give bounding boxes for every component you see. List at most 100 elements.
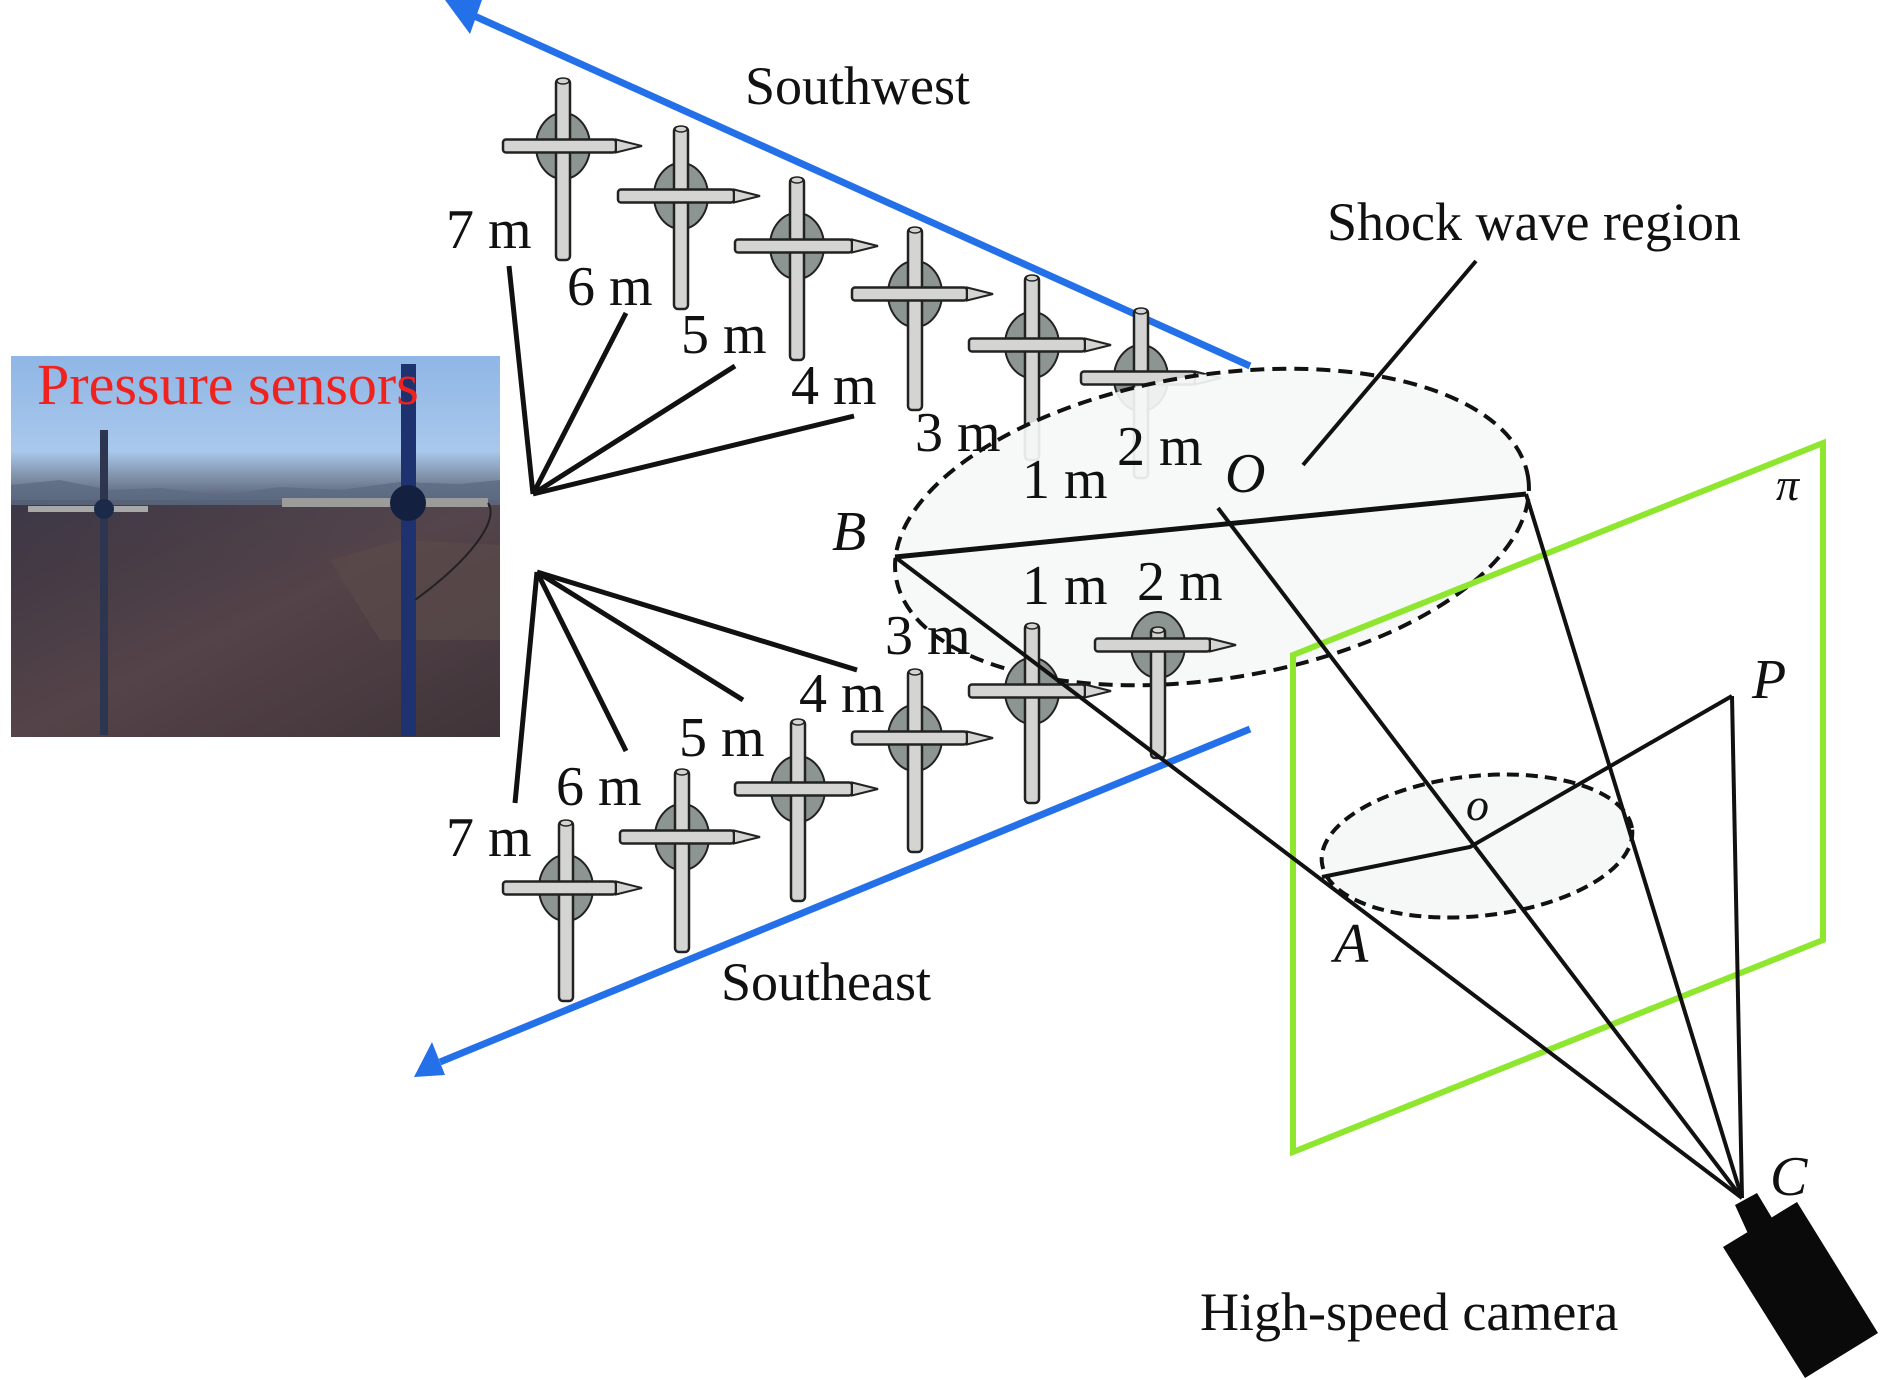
sensor-joint [561, 883, 571, 893]
fan-line [532, 413, 855, 497]
sensor-post [906, 668, 924, 854]
sensor-post-cap [790, 176, 804, 184]
sensor-joint [558, 141, 568, 151]
plane-pi-label: π [1776, 459, 1801, 510]
fan-line [536, 569, 858, 673]
southeast-distance-label: 1 m [1022, 555, 1108, 617]
photo-sensor-mount-left [94, 499, 114, 519]
sensor-post [789, 718, 807, 903]
sensor-post-cap [556, 77, 570, 85]
pressure-sensor-icon [733, 176, 879, 362]
sensor-joint [793, 784, 803, 794]
sensor-post-cap [1134, 307, 1148, 315]
sensor-post-cap [908, 668, 922, 676]
fan-line [506, 265, 536, 495]
photo-sensor-post-left [100, 430, 108, 735]
photo-sensor-post-right [401, 364, 416, 736]
point-C-label: C [1770, 1146, 1808, 1208]
sensor-probe-tip [966, 286, 994, 302]
point-O-label: O [1225, 443, 1265, 505]
southwest-distance-label: 5 m [681, 304, 767, 366]
southwest-distance-label: 2 m [1117, 416, 1203, 478]
southeast-fan-lines [512, 569, 858, 804]
sensor-joint [1136, 373, 1146, 383]
fan-line [534, 570, 629, 753]
sensor-post [906, 226, 924, 412]
sensor-joint [677, 832, 687, 842]
sensor-post [788, 176, 806, 362]
sensor-post-cap [791, 718, 805, 726]
sensor-joint [1027, 686, 1037, 696]
southeast-label: Southeast [721, 952, 931, 1012]
labels: Southwest Southeast Shock wave region Hi… [446, 56, 1808, 1342]
sensor-post-cap [1025, 274, 1039, 282]
photo-sensor-mount-right [390, 485, 426, 521]
southwest-distance-label: 7 m [446, 199, 532, 261]
sensor-post-cap [908, 226, 922, 234]
camera-label: High-speed camera [1200, 1282, 1618, 1342]
southwest-distance-label: 3 m [915, 402, 1001, 464]
sensor-post-cap [559, 819, 573, 827]
southwest-distance-label: 4 m [791, 355, 877, 417]
sensor-probe-tip [851, 238, 879, 254]
southwest-label: Southwest [745, 56, 970, 116]
southwest-arrow-head [445, 0, 482, 34]
sensor-joint [792, 241, 802, 251]
pressure-sensor-icon [616, 125, 761, 311]
southwest-distance-label: 1 m [1022, 449, 1108, 511]
pressure-sensor-icon [1093, 611, 1237, 760]
sensor-joint [910, 289, 920, 299]
sensor-post-cap [675, 768, 689, 776]
high-speed-camera-icon [1723, 1193, 1878, 1378]
southwest-fan-lines [506, 265, 855, 497]
ray-right-to-C [1524, 493, 1744, 1199]
pressure-sensor-icon [618, 768, 761, 954]
sensor-post [554, 77, 572, 262]
point-o-label: o [1466, 779, 1489, 830]
sensor-probe-tip [1209, 637, 1237, 653]
point-A-label: A [1330, 913, 1369, 975]
ray-P-to-C [1730, 695, 1744, 1199]
fan-line [530, 311, 629, 496]
sensor-probe-bar [850, 730, 969, 746]
ray-B-to-C [893, 555, 1744, 1200]
pressure-sensor-icon [850, 668, 994, 854]
southwest-arrow-shaft [468, 10, 1252, 370]
southeast-distance-label: 7 m [446, 807, 532, 869]
sensor-probe-tip [733, 829, 761, 845]
sensor-joint [1027, 340, 1037, 350]
camera-body [1723, 1202, 1878, 1378]
photo-sensor-bar-right [282, 498, 488, 507]
shock-wave-region [893, 366, 1531, 688]
southeast-near-sensors [967, 611, 1237, 805]
pressure-sensor-icon [501, 77, 643, 262]
southeast-arrow-head [414, 1042, 445, 1077]
sensor-post-cap [674, 125, 688, 133]
projection-lines [893, 259, 1744, 1200]
sensor-probe-tip [851, 781, 879, 797]
sensor-joint [676, 191, 686, 201]
fan-line [531, 363, 737, 497]
sensor-post [1023, 622, 1041, 805]
line-A-o-P [1321, 694, 1733, 879]
sensor-probe-bar [850, 286, 969, 302]
point-P-label: P [1751, 649, 1786, 711]
pressure-sensor-icon [967, 622, 1112, 805]
point-B-label: B [832, 501, 866, 563]
sensor-probe-tip [1084, 683, 1112, 699]
sensor-post [673, 768, 691, 954]
pressure-sensor-icon [733, 718, 879, 903]
pressure-sensor-icon [501, 819, 643, 1003]
sensor-probe-tip [1084, 337, 1112, 353]
southeast-distance-label: 4 m [799, 663, 885, 725]
southeast-sensor-array [501, 668, 994, 1003]
region-pointer-line [1301, 259, 1478, 467]
southeast-distance-label: 3 m [885, 605, 971, 667]
photo-caption: Pressure sensors [37, 352, 419, 417]
southeast-arrow [414, 725, 1252, 1077]
sensor-probe-tip [966, 730, 994, 746]
sensor-post-cap [1151, 626, 1165, 634]
southeast-distance-label: 6 m [556, 756, 642, 818]
fan-line [535, 569, 745, 703]
